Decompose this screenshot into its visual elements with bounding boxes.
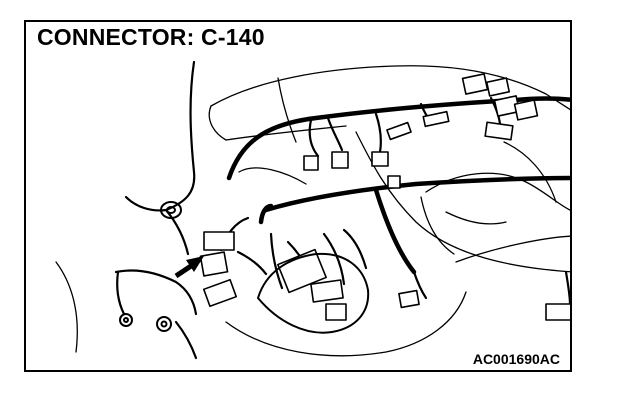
- grommet: [160, 201, 182, 219]
- wiring-illustration: [55, 60, 570, 360]
- reference-code: AC001690AC: [470, 351, 562, 367]
- connectors: [199, 73, 570, 321]
- junction-block: [257, 252, 370, 334]
- ground-terminals: [119, 313, 172, 332]
- diagram-frame: CONNECTOR: C-140 AC001690AC: [24, 20, 572, 372]
- dashboard-outline: [55, 65, 570, 357]
- main-harness: [226, 96, 570, 275]
- diagram-title: CONNECTOR: C-140: [34, 24, 268, 51]
- branch-wires: [114, 60, 570, 360]
- pointer-arrow: [174, 256, 204, 279]
